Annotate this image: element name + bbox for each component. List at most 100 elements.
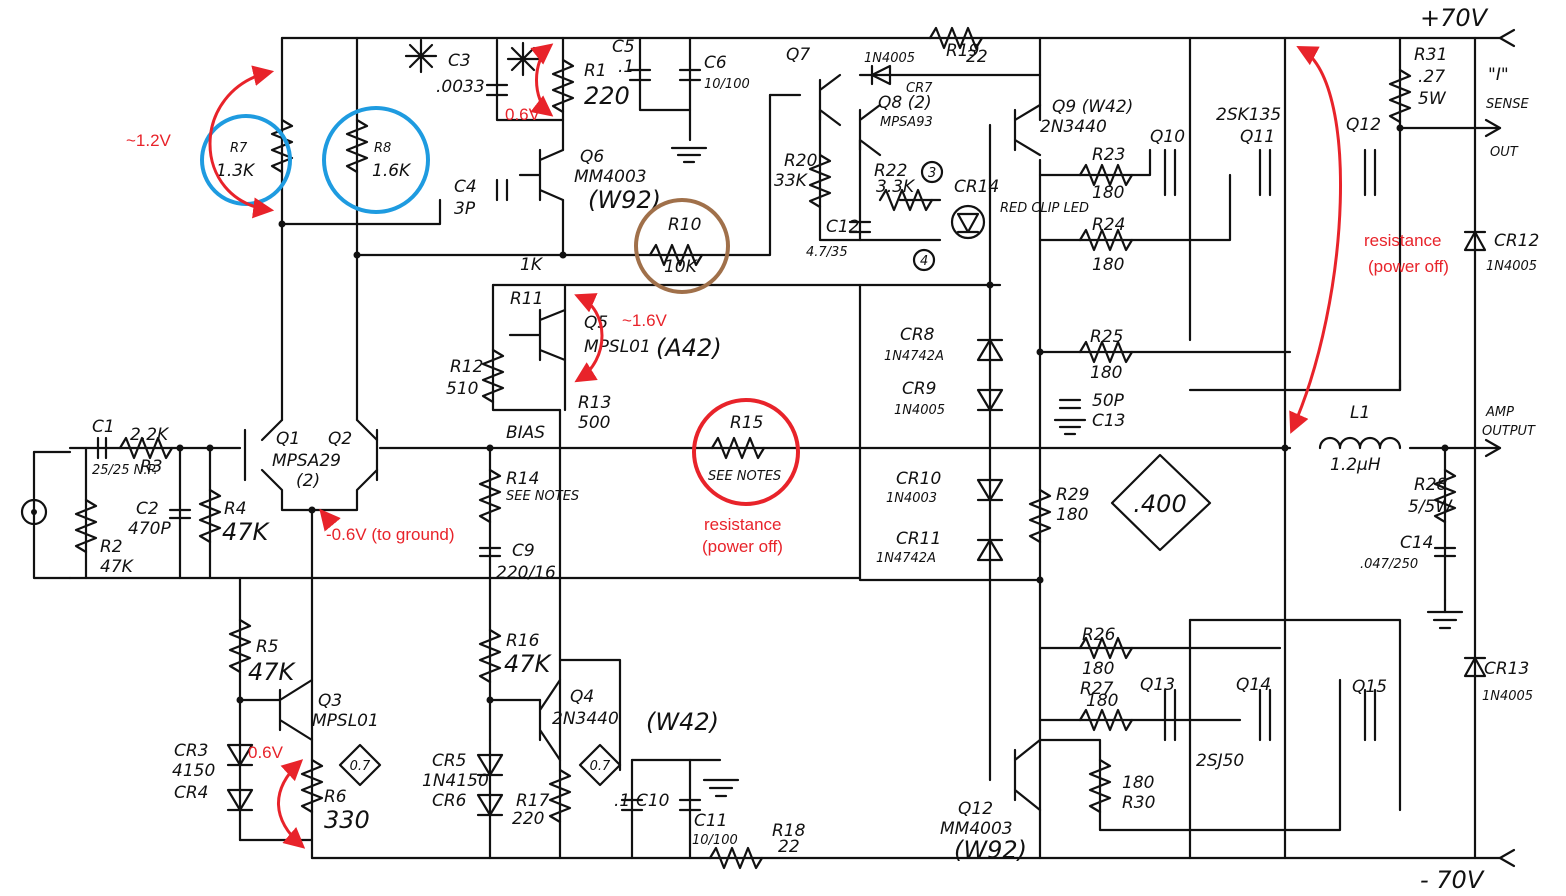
svg-text:C13: C13 <box>1092 411 1126 431</box>
svg-text:10/100: 10/100 <box>704 77 750 92</box>
ann-v-q1q2: -0.6V (to ground) <box>326 525 455 544</box>
svg-text:C1: C1 <box>92 417 115 437</box>
svg-text:R27: R27 <box>1080 679 1114 699</box>
svg-text:R22: R22 <box>874 161 907 181</box>
svg-text:1N4005: 1N4005 <box>1486 259 1537 274</box>
svg-text:R23: R23 <box>1092 145 1125 165</box>
svg-text:R18: R18 <box>772 821 806 841</box>
svg-text:2SK135: 2SK135 <box>1216 105 1281 125</box>
svg-text:(A42): (A42) <box>656 334 722 362</box>
svg-text:180: 180 <box>1082 659 1114 679</box>
svg-text:R3: R3 <box>140 457 163 477</box>
ann-res-r15: resistance <box>704 515 781 534</box>
svg-text:R13: R13 <box>578 393 611 413</box>
svg-text:C2: C2 <box>136 499 159 519</box>
arrow-output <box>1289 46 1342 434</box>
svg-text:R4: R4 <box>224 499 247 519</box>
svg-text:CR14: CR14 <box>954 177 999 197</box>
svg-text:R15: R15 <box>730 413 763 433</box>
svg-text:.400: .400 <box>1133 490 1186 518</box>
arrow-r1 <box>530 43 554 117</box>
svg-text:R19: R19 <box>946 41 979 61</box>
svg-text:2N3440: 2N3440 <box>1040 117 1107 137</box>
svg-text:1N4005: 1N4005 <box>1482 689 1533 704</box>
svg-text:47K: 47K <box>100 557 135 577</box>
svg-text:180: 180 <box>1092 255 1124 275</box>
svg-text:0.7: 0.7 <box>590 759 611 774</box>
svg-text:2SJ50: 2SJ50 <box>1196 751 1244 771</box>
svg-text:(2): (2) <box>296 471 320 491</box>
svg-text:3.3K: 3.3K <box>876 177 916 197</box>
svg-text:C4: C4 <box>454 177 477 197</box>
ann-res-out-sub: (power off) <box>1368 257 1449 276</box>
wiring <box>32 28 1516 868</box>
svg-text:Q6: Q6 <box>580 147 604 167</box>
component-labels: +70V - 70V "I" SENSE OUT AMP OUTPUT R7 1… <box>92 4 1539 894</box>
junction-dots <box>176 124 1449 704</box>
svg-text:.27: .27 <box>1418 67 1445 87</box>
svg-text:330: 330 <box>324 806 370 834</box>
svg-text:OUT: OUT <box>1490 145 1519 160</box>
svg-text:22: 22 <box>778 837 800 857</box>
svg-text:C12: C12 <box>826 217 860 237</box>
ann-v-r1: 0.6V <box>505 105 541 124</box>
svg-text:CR12: CR12 <box>1494 231 1539 251</box>
badge-0.7-b: 0.7 <box>578 743 622 787</box>
svg-text:1N4150: 1N4150 <box>422 771 489 791</box>
svg-text:180: 180 <box>1122 773 1154 793</box>
svg-text:CR10: CR10 <box>896 469 941 489</box>
svg-text:C14: C14 <box>1400 533 1434 553</box>
svg-text:C5: C5 <box>612 37 635 57</box>
svg-text:R31: R31 <box>1414 45 1447 65</box>
arrow-q5 <box>574 293 604 383</box>
svg-text:AMP: AMP <box>1485 405 1514 420</box>
svg-text:CR4: CR4 <box>174 783 209 803</box>
svg-text:R20: R20 <box>784 151 817 171</box>
highlight-r7 <box>200 114 292 206</box>
svg-text:22: 22 <box>966 47 988 67</box>
svg-text:10K: 10K <box>664 257 699 277</box>
svg-text:50P: 50P <box>1092 391 1125 411</box>
svg-text:CR6: CR6 <box>432 791 467 811</box>
svg-text:MPSA29: MPSA29 <box>272 451 341 471</box>
ground-symbols <box>670 146 1464 798</box>
svg-text:25/25 N.P.: 25/25 N.P. <box>92 463 158 478</box>
svg-text:2N3440: 2N3440 <box>552 709 619 729</box>
svg-text:(W42): (W42) <box>646 708 719 736</box>
svg-text:OUTPUT: OUTPUT <box>1482 424 1536 439</box>
svg-text:Q9 (W42): Q9 (W42) <box>1052 97 1133 117</box>
svg-text:R1: R1 <box>584 61 607 81</box>
svg-text:47K: 47K <box>222 518 271 546</box>
svg-text:Q3: Q3 <box>318 691 342 711</box>
svg-text:Q13: Q13 <box>1140 675 1175 695</box>
svg-text:R24: R24 <box>1092 215 1125 235</box>
svg-text:R5: R5 <box>256 637 279 657</box>
svg-text:1N4742A: 1N4742A <box>884 349 944 364</box>
svg-text:R14: R14 <box>506 469 539 489</box>
svg-text:C6: C6 <box>704 53 727 73</box>
capacitor-symbols <box>96 68 1457 812</box>
svg-text:.047/250: .047/250 <box>1360 557 1418 572</box>
svg-text:1N4742A: 1N4742A <box>876 551 936 566</box>
svg-text:47K: 47K <box>248 658 297 686</box>
svg-text:10/100: 10/100 <box>692 833 738 848</box>
svg-text:L1: L1 <box>1350 403 1370 423</box>
svg-text:Q8 (2): Q8 (2) <box>878 93 932 113</box>
svg-text:220: 220 <box>512 809 544 829</box>
svg-text:CR11: CR11 <box>896 529 941 549</box>
ann-v-q5: ~1.6V <box>622 311 668 330</box>
svg-text:+70V: +70V <box>1420 4 1489 32</box>
highlight-circles <box>200 106 800 506</box>
svg-text:R8: R8 <box>374 141 391 156</box>
svg-text:R2: R2 <box>100 537 123 557</box>
svg-text:Q4: Q4 <box>570 687 594 707</box>
svg-text:Q12: Q12 <box>1346 115 1381 135</box>
svg-text:Q2: Q2 <box>328 429 352 449</box>
svg-text:Q11: Q11 <box>1240 127 1275 147</box>
svg-text:500: 500 <box>578 413 610 433</box>
svg-text:1K: 1K <box>520 255 544 275</box>
inductor-l1 <box>1318 436 1402 450</box>
svg-text:R10: R10 <box>668 215 701 235</box>
svg-text:R25: R25 <box>1090 327 1123 347</box>
